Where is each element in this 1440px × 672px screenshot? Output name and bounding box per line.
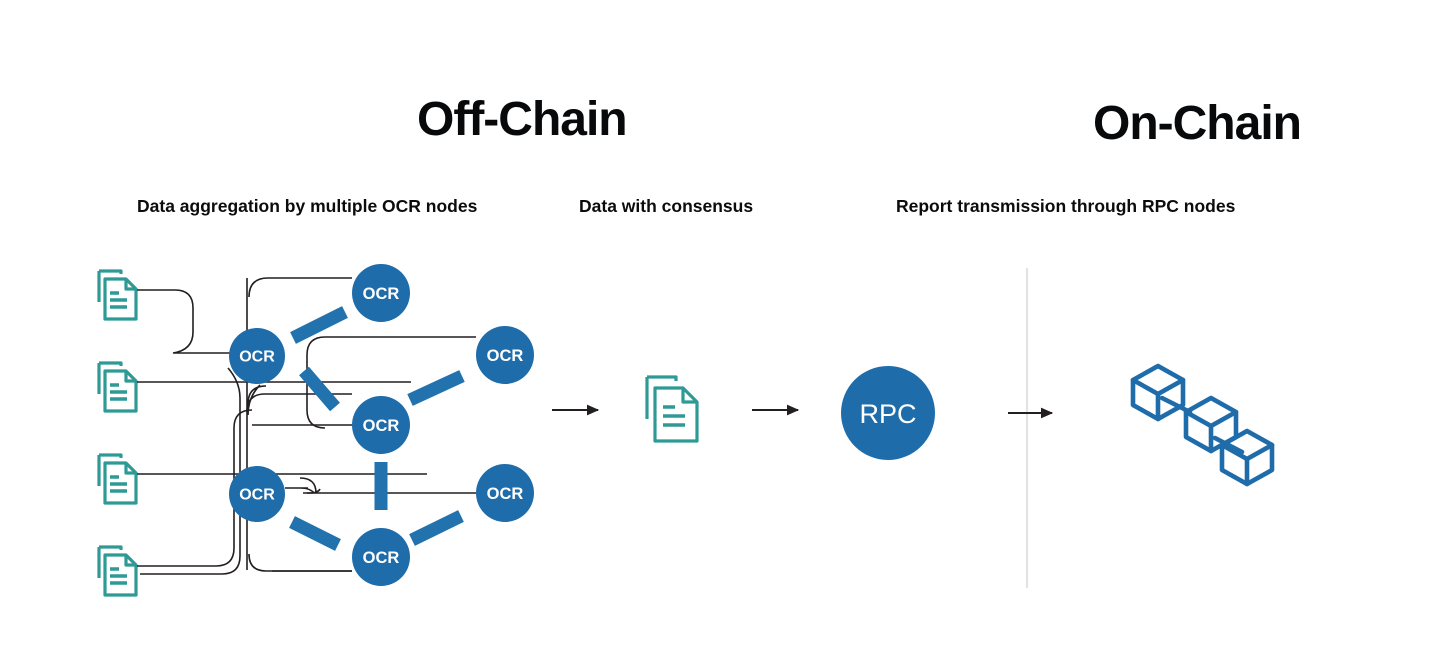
ocr-node-left-bottom[interactable]: OCR bbox=[229, 466, 285, 522]
rpc-node-label: RPC bbox=[859, 399, 916, 429]
page-title-on-chain: On-Chain bbox=[1093, 97, 1302, 150]
caption-data-aggregation: Data aggregation by multiple OCR nodes bbox=[137, 196, 478, 216]
ocr-node-label: OCR bbox=[363, 285, 400, 303]
ocr-node-label: OCR bbox=[239, 349, 275, 366]
source-document-icon bbox=[97, 361, 138, 413]
source-document-icon bbox=[97, 269, 138, 321]
caption-data-consensus: Data with consensus bbox=[579, 196, 754, 216]
ocr-node-right-lower[interactable]: OCR bbox=[476, 464, 534, 522]
ocr-node-label: OCR bbox=[239, 487, 275, 504]
blockchain-cubes-icon bbox=[1130, 363, 1275, 487]
source-document-icon bbox=[97, 545, 138, 597]
ocr-node-label: OCR bbox=[487, 485, 524, 503]
page-title-off-chain: Off-Chain bbox=[417, 93, 628, 146]
ocr-node-mid[interactable]: OCR bbox=[352, 396, 410, 454]
caption-report-transmission: Report transmission through RPC nodes bbox=[896, 196, 1236, 216]
ocr-node-left-top[interactable]: OCR bbox=[229, 328, 285, 384]
rpc-node[interactable]: RPC bbox=[841, 366, 935, 460]
ocr-node-right-upper[interactable]: OCR bbox=[476, 326, 534, 384]
consensus-document-icon bbox=[645, 375, 699, 443]
ocr-node-bottom[interactable]: OCR bbox=[352, 528, 410, 586]
ocr-node-top[interactable]: OCR bbox=[352, 264, 410, 322]
network-wires bbox=[137, 277, 476, 575]
ocr-node-label: OCR bbox=[487, 347, 524, 365]
source-document-icon bbox=[97, 453, 138, 505]
ocr-node-label: OCR bbox=[363, 417, 400, 435]
consensus-link-bars bbox=[289, 306, 465, 551]
ocr-node-label: OCR bbox=[363, 549, 400, 567]
